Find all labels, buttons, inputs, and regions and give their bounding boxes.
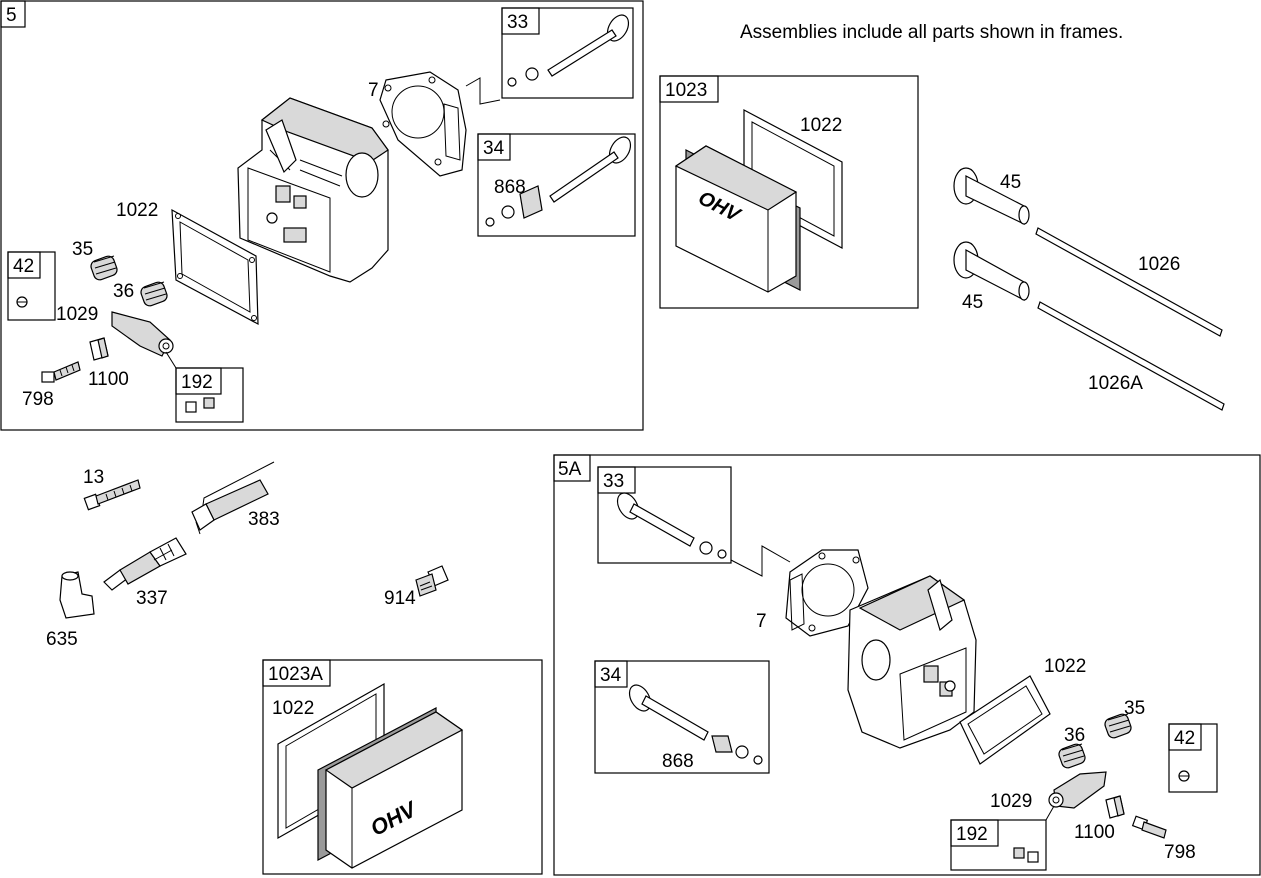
screw-13[interactable] xyxy=(83,479,141,511)
frame-33-alt-label: 33 xyxy=(603,471,624,492)
spring-36-main[interactable] xyxy=(139,280,168,307)
breather-tube-383[interactable] xyxy=(191,461,275,535)
label-guide-main: 1100 xyxy=(88,369,129,390)
label-guide-alt: 1100 xyxy=(1074,822,1115,843)
label-spring-35-alt: 35 xyxy=(1124,698,1145,719)
frame-1023: 1023 xyxy=(659,75,919,309)
frame-42-main: 42 xyxy=(7,251,56,321)
label-spring-36-main: 36 xyxy=(113,281,134,302)
label-rocker-alt: 1029 xyxy=(990,791,1032,812)
label-tube-383: 383 xyxy=(248,509,280,530)
rocker-screw-alt[interactable] xyxy=(1131,815,1167,839)
frame-33-main: 33 xyxy=(501,7,634,99)
label-pushrod-b: 1026A xyxy=(1088,373,1143,394)
pushrod-1026[interactable] xyxy=(1035,227,1223,337)
guide-plate-alt[interactable] xyxy=(1105,795,1125,819)
label-gasket-cover-main: 1022 xyxy=(116,200,158,221)
label-seal-main: 868 xyxy=(494,177,526,198)
intake-valve-main[interactable] xyxy=(507,11,633,87)
label-gasket-cover-alt: 1022 xyxy=(1044,656,1086,677)
label-tappet-b: 45 xyxy=(962,292,983,313)
cover-gasket-alt[interactable] xyxy=(959,675,1051,765)
guide-plate-main[interactable] xyxy=(89,337,109,361)
label-spring-36-alt: 36 xyxy=(1064,725,1085,746)
frame-42-alt-label: 42 xyxy=(1174,728,1195,749)
frame-1023a-label: 1023A xyxy=(268,664,323,685)
frame-192-main: 192 xyxy=(165,351,244,423)
spring-35-alt[interactable] xyxy=(1103,712,1132,739)
frame-33-alt: 33 xyxy=(597,466,791,577)
label-boot-635: 635 xyxy=(46,629,78,650)
frame-5: 5 xyxy=(0,0,644,431)
frame-5a-label: 5A xyxy=(558,459,582,480)
cover-gasket-main[interactable] xyxy=(171,208,259,326)
frame-33-main-label: 33 xyxy=(507,12,528,33)
valve-cover-1023[interactable]: OHV xyxy=(674,145,801,293)
screw-914[interactable] xyxy=(415,565,449,597)
label-cover-gasket-1023: 1022 xyxy=(800,115,842,136)
label-screw-main: 798 xyxy=(22,389,54,410)
rocker-arm-main[interactable] xyxy=(111,311,174,357)
label-rocker-main: 1029 xyxy=(56,304,98,325)
exhaust-valve-main[interactable] xyxy=(485,133,635,227)
frame-42-main-label: 42 xyxy=(13,256,34,277)
frame-192-alt: 192 xyxy=(950,805,1055,871)
cylinder-head-main[interactable] xyxy=(237,97,389,283)
label-tappet-a: 45 xyxy=(1000,172,1021,193)
frame-1023a: 1023A xyxy=(262,659,543,875)
frame-5a: 5A xyxy=(553,454,1261,876)
label-screw-alt: 798 xyxy=(1164,842,1196,863)
label-gasket-head-alt: 7 xyxy=(756,611,767,632)
tappet-45-b[interactable] xyxy=(953,241,1030,301)
frame-192-main-label: 192 xyxy=(181,372,213,393)
frame-42-alt: 42 xyxy=(1168,723,1218,793)
tappet-45-a[interactable] xyxy=(953,167,1030,225)
spark-plug-boot-635[interactable] xyxy=(59,571,95,619)
rocker-nut-icon[interactable] xyxy=(185,397,215,413)
frame-192-alt-label: 192 xyxy=(956,824,988,845)
head-gasket-main[interactable] xyxy=(379,71,501,177)
frame-34-main: 34 868 xyxy=(477,133,636,237)
label-plug-337: 337 xyxy=(136,588,168,609)
label-pushrod-a: 1026 xyxy=(1138,254,1180,275)
rocker-screw-main[interactable] xyxy=(41,361,81,383)
valve-cover-1023a[interactable]: OHV xyxy=(317,707,464,869)
intake-valve-alt[interactable] xyxy=(613,489,727,559)
retainer-icon-alt[interactable] xyxy=(1178,770,1190,782)
spring-36-alt[interactable] xyxy=(1057,742,1086,769)
frame-34-alt: 34 868 xyxy=(594,660,770,774)
cylinder-head-alt[interactable] xyxy=(847,575,977,749)
spark-plug-337[interactable] xyxy=(103,537,187,591)
rocker-nut-icon-alt[interactable] xyxy=(1013,847,1039,863)
label-seal-alt: 868 xyxy=(662,751,694,772)
label-gasket-head-main: 7 xyxy=(368,80,379,101)
exhaust-valve-alt[interactable] xyxy=(625,681,763,765)
label-cover-gasket-1023a: 1022 xyxy=(272,698,314,719)
spring-35-main[interactable] xyxy=(89,254,118,281)
label-screw-914: 914 xyxy=(384,588,416,609)
frame-34-alt-label: 34 xyxy=(600,665,622,686)
frame-34-main-label: 34 xyxy=(483,138,505,159)
label-spring-35-main: 35 xyxy=(72,239,93,260)
frame-1023-label: 1023 xyxy=(665,80,707,101)
rocker-arm-alt[interactable] xyxy=(1048,771,1107,809)
pushrod-1026a[interactable] xyxy=(1037,301,1225,411)
assemblies-note: Assemblies include all parts shown in fr… xyxy=(740,22,1123,43)
label-screw-13: 13 xyxy=(83,467,104,488)
frame-5-label: 5 xyxy=(6,5,17,26)
retainer-icon[interactable] xyxy=(16,296,28,308)
